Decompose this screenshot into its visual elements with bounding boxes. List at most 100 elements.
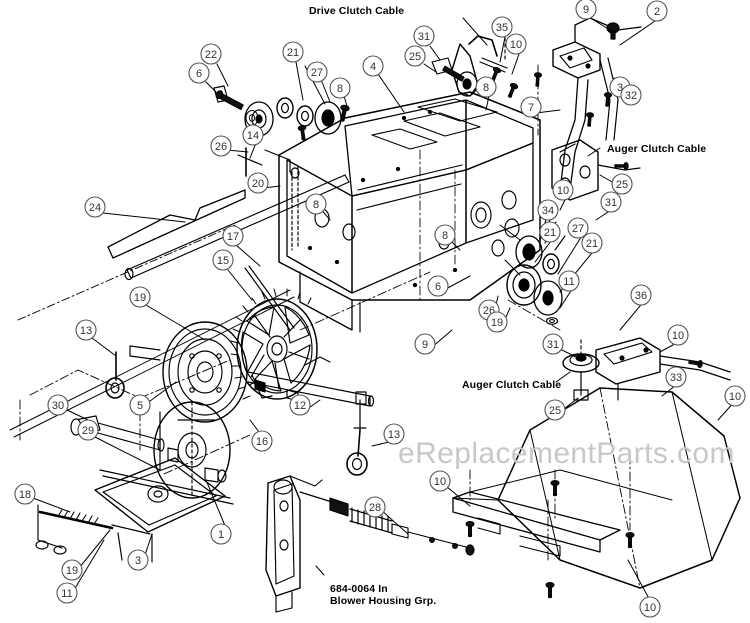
callout-19[interactable]: 19 [61, 559, 83, 581]
callout-29[interactable]: 29 [77, 419, 99, 441]
callout-1[interactable]: 1 [210, 523, 232, 545]
callout-25[interactable]: 25 [544, 399, 566, 421]
callout-number: 2 [654, 6, 660, 18]
callout-number: 7 [528, 102, 534, 114]
callout-number: 10 [510, 39, 522, 51]
callout-number: 27 [572, 223, 584, 235]
callout-8[interactable]: 8 [305, 193, 327, 215]
callout-number: 1 [218, 529, 224, 541]
callout-27[interactable]: 27 [567, 217, 589, 239]
blower-housing-note-line2: Blower Housing Grp. [330, 595, 437, 607]
callout-31[interactable]: 31 [413, 25, 435, 47]
callout-number: 3 [617, 82, 623, 94]
callout-28[interactable]: 28 [364, 496, 386, 518]
callout-9[interactable]: 9 [414, 333, 436, 355]
callout-number: 6 [196, 68, 202, 80]
callout-number: 13 [388, 429, 400, 441]
callout-22[interactable]: 22 [200, 43, 222, 65]
callout-34[interactable]: 34 [537, 199, 559, 221]
callout-number: 10 [434, 476, 446, 488]
callout-8[interactable]: 8 [329, 77, 351, 99]
callout-number: 28 [369, 502, 381, 514]
callout-number: 17 [227, 231, 239, 243]
callout-10[interactable]: 10 [552, 179, 574, 201]
callout-26[interactable]: 26 [210, 135, 232, 157]
callout-33[interactable]: 33 [665, 366, 687, 388]
callout-number: 29 [82, 425, 94, 437]
callout-number: 24 [89, 202, 101, 214]
callout-number: 35 [496, 22, 508, 34]
callout-number: 31 [547, 339, 559, 351]
callout-21[interactable]: 21 [581, 232, 603, 254]
callout-number: 21 [586, 238, 598, 250]
callout-25[interactable]: 25 [404, 45, 426, 67]
callout-number: 16 [256, 436, 268, 448]
callout-20[interactable]: 20 [247, 172, 269, 194]
callout-number: 19 [134, 292, 146, 304]
callout-number: 30 [52, 400, 64, 412]
callout-10[interactable]: 10 [667, 324, 689, 346]
callout-11[interactable]: 11 [56, 582, 78, 604]
callout-14[interactable]: 14 [242, 124, 264, 146]
callout-number: 8 [337, 83, 343, 95]
callout-9[interactable]: 9 [575, 0, 597, 20]
callout-3[interactable]: 3 [127, 549, 149, 571]
callout-16[interactable]: 16 [251, 430, 273, 452]
callout-number: 36 [635, 290, 647, 302]
callout-10[interactable]: 10 [429, 470, 451, 492]
callout-10[interactable]: 10 [639, 596, 661, 618]
callout-number: 8 [442, 230, 448, 242]
callout-number: 15 [217, 255, 229, 267]
callout-12[interactable]: 12 [289, 394, 311, 416]
drive-clutch-cable: Drive Clutch Cable [309, 5, 405, 17]
callout-13[interactable]: 13 [75, 319, 97, 341]
callout-35[interactable]: 35 [491, 16, 513, 38]
callout-number: 13 [80, 325, 92, 337]
callout-18[interactable]: 18 [14, 483, 36, 505]
callout-number: 31 [605, 197, 617, 209]
callout-8[interactable]: 8 [434, 224, 456, 246]
callout-5[interactable]: 5 [129, 394, 151, 416]
callout-number: 22 [205, 49, 217, 61]
callout-36[interactable]: 36 [630, 284, 652, 306]
callout-number: 31 [418, 31, 430, 43]
callout-number: 3 [135, 555, 141, 567]
callout-4[interactable]: 4 [362, 55, 384, 77]
callout-21[interactable]: 21 [539, 221, 561, 243]
callout-number: 12 [294, 400, 306, 412]
callout-2[interactable]: 2 [646, 0, 668, 22]
callout-6[interactable]: 6 [427, 275, 449, 297]
callout-19[interactable]: 19 [486, 311, 508, 333]
callout-number: 4 [370, 61, 376, 73]
callout-30[interactable]: 30 [47, 394, 69, 416]
callout-10[interactable]: 10 [505, 33, 527, 55]
callout-10[interactable]: 10 [724, 385, 746, 407]
callout-17[interactable]: 17 [222, 225, 244, 247]
callout-7[interactable]: 7 [520, 96, 542, 118]
callout-number: 21 [287, 47, 299, 59]
callout-31[interactable]: 31 [542, 333, 564, 355]
callout-32[interactable]: 32 [620, 84, 642, 106]
callout-13[interactable]: 13 [383, 423, 405, 445]
callout-number: 19 [66, 565, 78, 577]
callout-15[interactable]: 15 [212, 249, 234, 271]
callout-number: 9 [422, 339, 428, 351]
callout-25[interactable]: 25 [611, 173, 633, 195]
callout-number: 26 [215, 141, 227, 153]
callout-6[interactable]: 6 [188, 62, 210, 84]
callout-24[interactable]: 24 [84, 196, 106, 218]
callout-27[interactable]: 27 [306, 61, 328, 83]
callout-21[interactable]: 21 [282, 41, 304, 63]
callout-11[interactable]: 11 [558, 270, 580, 292]
callout-31[interactable]: 31 [600, 191, 622, 213]
callout-number: 25 [616, 179, 628, 191]
auger-clutch-cable-lower: Auger Clutch Cable [462, 379, 562, 391]
callout-number: 5 [137, 400, 143, 412]
callout-number: 27 [311, 67, 323, 79]
callout-number: 10 [672, 330, 684, 342]
watermark: eReplacementParts.com [398, 437, 735, 470]
callout-8[interactable]: 8 [475, 76, 497, 98]
blower-housing-note-line1: 684-0064 In [330, 583, 388, 595]
callout-19[interactable]: 19 [129, 286, 151, 308]
